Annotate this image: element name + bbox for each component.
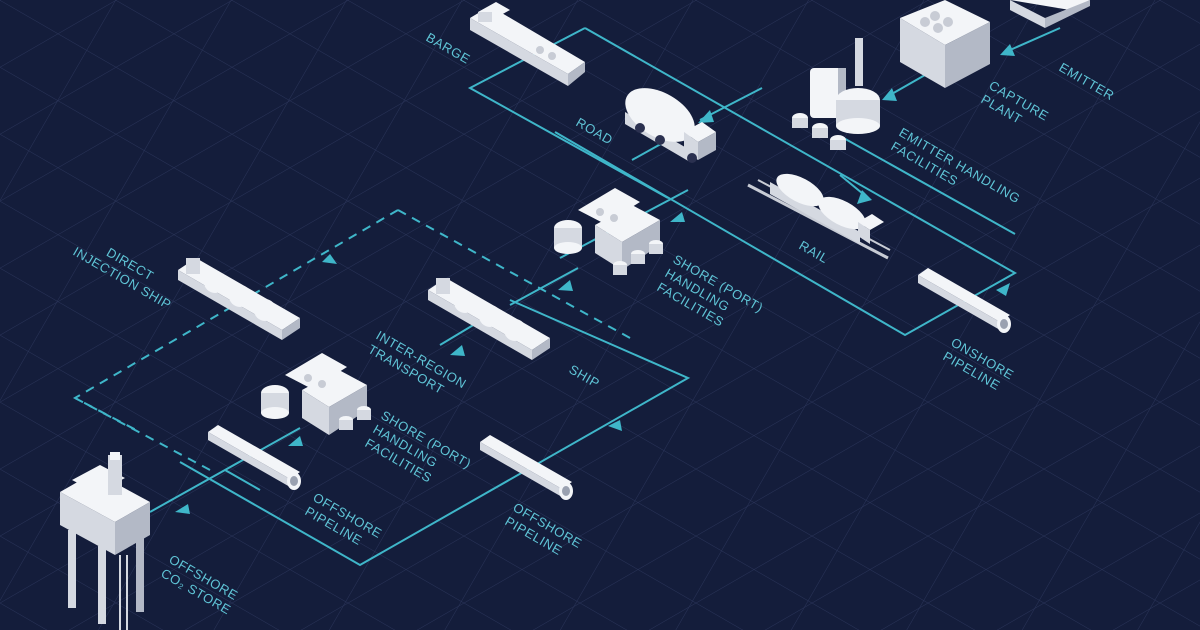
capture-plant-icon [900,0,990,88]
rail-train-icon [747,173,891,260]
direct-injection-ship-icon [178,258,300,340]
flow-arrows [175,44,1015,514]
offshore-co2-store-platform-icon [60,452,150,630]
offshore-pipeline-a-icon [208,425,301,490]
road-tanker-icon [625,88,716,163]
barge-icon [470,2,585,86]
shore-handling-facilities-upper-icon [554,188,663,275]
shore-handling-facilities-lower-icon [261,353,371,435]
emitter-building-icon [1010,0,1090,28]
ship-icon [428,278,550,360]
onshore-pipeline-icon [918,268,1011,333]
emitter-handling-facilities-icon [792,38,880,150]
offshore-pipeline-b-icon [480,435,573,500]
